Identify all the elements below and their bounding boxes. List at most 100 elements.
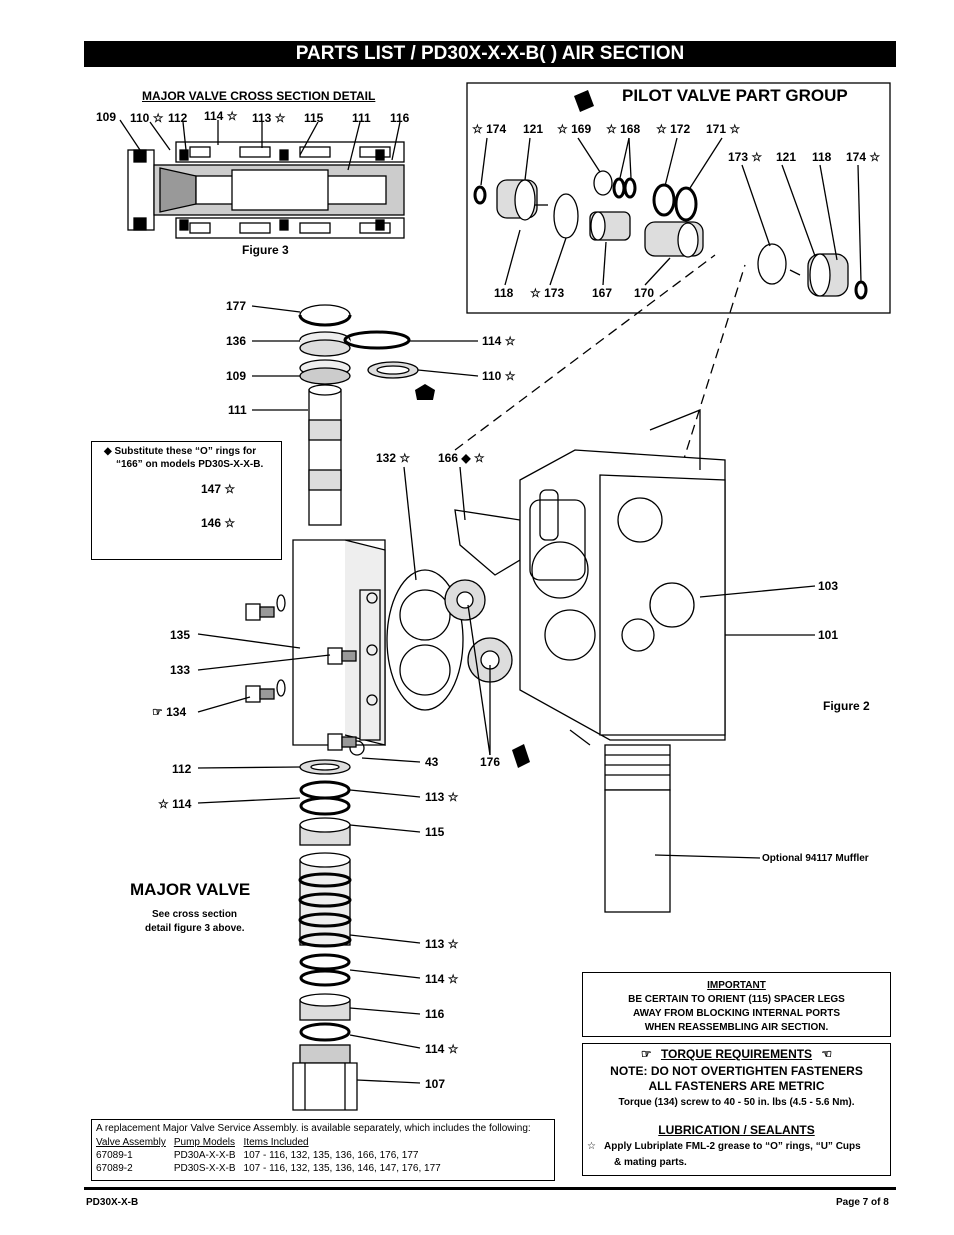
callout: 116 bbox=[425, 1007, 445, 1021]
callout: 114 ☆ bbox=[425, 972, 459, 986]
callout: 43 bbox=[425, 755, 439, 769]
callout: 114 ☆ bbox=[204, 109, 238, 123]
callout: 113 ☆ bbox=[252, 111, 286, 125]
major-valve-title: MAJOR VALVE bbox=[130, 880, 251, 899]
callout: 103 bbox=[818, 579, 839, 593]
callout: 173 ☆ bbox=[728, 150, 763, 164]
callout: 116 bbox=[390, 111, 410, 125]
callout: 115 bbox=[425, 825, 445, 839]
footer-doc-id: PD30X-X-B bbox=[86, 1197, 139, 1208]
callout: 171 ☆ bbox=[706, 122, 741, 136]
table-header: Valve Assembly bbox=[96, 1137, 166, 1148]
figure-3-label: Figure 3 bbox=[242, 243, 289, 257]
pointing-hand-left-icon: ☜ bbox=[821, 1047, 833, 1061]
service-assembly-box: A replacement Major Valve Service Assemb… bbox=[91, 1119, 555, 1181]
callout: ☆ 174 bbox=[472, 122, 507, 136]
table-cell: 67089-1 bbox=[96, 1150, 133, 1161]
table-row: 67089-2 PD30S-X-X-B 107 - 116, 132, 135,… bbox=[96, 1162, 449, 1175]
callout: 121 bbox=[776, 150, 797, 164]
callout: 177 bbox=[226, 299, 247, 313]
callout: 146 ☆ bbox=[201, 516, 236, 530]
substitute-line-2: “166” on models PD30S-X-X-B. bbox=[116, 459, 264, 470]
torque-title-row: ☞ TORQUE REQUIREMENTS ☜ bbox=[583, 1047, 890, 1061]
table-header-row: Valve Assembly Pump Models Items Include… bbox=[96, 1136, 449, 1149]
major-valve-line-1: See cross section bbox=[152, 909, 238, 920]
page-title: PARTS LIST / PD30X-X-X-B( ) AIR SECTION bbox=[84, 41, 896, 67]
footer-page-number: Page 7 of 8 bbox=[836, 1197, 889, 1208]
callout: 111 bbox=[228, 403, 247, 417]
substitute-line-1: ◆ Substitute these “O” rings for bbox=[104, 446, 257, 457]
callout: 136 bbox=[226, 334, 247, 348]
lubrication-line-2: & mating parts. bbox=[614, 1157, 687, 1168]
callout: 133 bbox=[170, 663, 191, 677]
major-valve-stack bbox=[245, 304, 419, 1111]
important-line: BE CERTAIN TO ORIENT (115) SPACER LEGS bbox=[628, 994, 845, 1005]
callout: 112 bbox=[168, 111, 188, 125]
muffler-label: Optional 94117 Muffler bbox=[762, 853, 869, 864]
major-valve-line-2: detail figure 3 above. bbox=[145, 923, 245, 934]
pointing-hand-icon: ☞ bbox=[640, 1047, 652, 1061]
cross-section-title: MAJOR VALVE CROSS SECTION DETAIL bbox=[142, 89, 376, 103]
table-cell: 107 - 116, 132, 135, 136, 146, 147, 176,… bbox=[243, 1163, 441, 1174]
callout: 114 ☆ bbox=[482, 334, 516, 348]
callout: 109 bbox=[96, 110, 117, 124]
callout: ☞ 134 bbox=[152, 705, 187, 719]
callout: 101 bbox=[818, 628, 839, 642]
torque-line-2: ALL FASTENERS ARE METRIC bbox=[648, 1079, 825, 1093]
callout: 110 ☆ bbox=[482, 369, 516, 383]
callout: 107 bbox=[425, 1077, 446, 1091]
table-header: Items Included bbox=[243, 1137, 309, 1148]
table-cell: PD30A-X-X-B bbox=[173, 1150, 236, 1161]
torque-line-1: NOTE: DO NOT OVERTIGHTEN FASTENERS bbox=[610, 1064, 863, 1078]
important-title: IMPORTANT bbox=[707, 980, 766, 991]
callout: 111 bbox=[352, 111, 371, 125]
callout: 167 bbox=[592, 286, 613, 300]
callout: 110 ☆ bbox=[130, 111, 164, 125]
important-line: WHEN REASSEMBLING AIR SECTION. bbox=[644, 1022, 829, 1033]
callout: 118 bbox=[812, 150, 832, 164]
cross-section-figure bbox=[119, 119, 405, 239]
callout: 121 bbox=[523, 122, 544, 136]
table-cell: PD30S-X-X-B bbox=[173, 1163, 236, 1174]
callout: 166 ◆ ☆ bbox=[438, 451, 485, 465]
callout: ☆ 169 bbox=[557, 122, 592, 136]
callout: 114 ☆ bbox=[425, 1042, 459, 1056]
lubrication-title: LUBRICATION / SEALANTS bbox=[658, 1123, 815, 1137]
callout: 170 bbox=[634, 286, 655, 300]
table-cell: 107 - 116, 132, 135, 136, 166, 176, 177 bbox=[243, 1150, 419, 1161]
callout: 113 ☆ bbox=[425, 937, 459, 951]
important-line: AWAY FROM BLOCKING INTERNAL PORTS bbox=[632, 1008, 841, 1019]
callout: 132 ☆ bbox=[376, 451, 411, 465]
table-row: 67089-1 PD30A-X-X-B 107 - 116, 132, 135,… bbox=[96, 1149, 449, 1162]
torque-title: TORQUE REQUIREMENTS bbox=[660, 1047, 813, 1061]
torque-lubrication-box: ☞ TORQUE REQUIREMENTS ☜ NOTE: DO NOT OVE… bbox=[582, 1043, 891, 1176]
callout: 174 ☆ bbox=[846, 150, 881, 164]
footer-rule bbox=[84, 1187, 896, 1190]
gaskets bbox=[386, 509, 521, 711]
callout: 118 bbox=[494, 286, 514, 300]
important-note: IMPORTANT BE CERTAIN TO ORIENT (115) SPA… bbox=[582, 972, 891, 1037]
callout: ☆ 168 bbox=[606, 122, 641, 136]
leader-lines bbox=[117, 305, 816, 1084]
callout: 113 ☆ bbox=[425, 790, 459, 804]
callout: 115 bbox=[304, 111, 324, 125]
callout: 176 bbox=[480, 755, 501, 769]
service-intro: A replacement Major Valve Service Assemb… bbox=[96, 1123, 531, 1134]
figure-2-label: Figure 2 bbox=[823, 699, 870, 713]
substitute-note-box: ◆ Substitute these “O” rings for “166” o… bbox=[91, 441, 282, 560]
callout: 112 bbox=[172, 762, 192, 776]
pilot-valve-parts bbox=[473, 137, 868, 300]
lubrication-line-1: Apply Lubriplate FML-2 grease to “O” rin… bbox=[604, 1141, 861, 1152]
callout: ☆ 172 bbox=[656, 122, 691, 136]
housing-block bbox=[519, 409, 726, 913]
callout: 147 ☆ bbox=[201, 482, 236, 496]
callout: ☆ 114 bbox=[158, 797, 192, 811]
table-header: Pump Models bbox=[173, 1137, 235, 1148]
callout: 109 bbox=[226, 369, 247, 383]
callout: ☆ 173 bbox=[530, 286, 565, 300]
table-cell: 67089-2 bbox=[96, 1163, 133, 1174]
pilot-title: PILOT VALVE PART GROUP bbox=[622, 86, 848, 105]
star-icon: ☆ bbox=[587, 1141, 596, 1152]
callout: 135 bbox=[170, 628, 191, 642]
